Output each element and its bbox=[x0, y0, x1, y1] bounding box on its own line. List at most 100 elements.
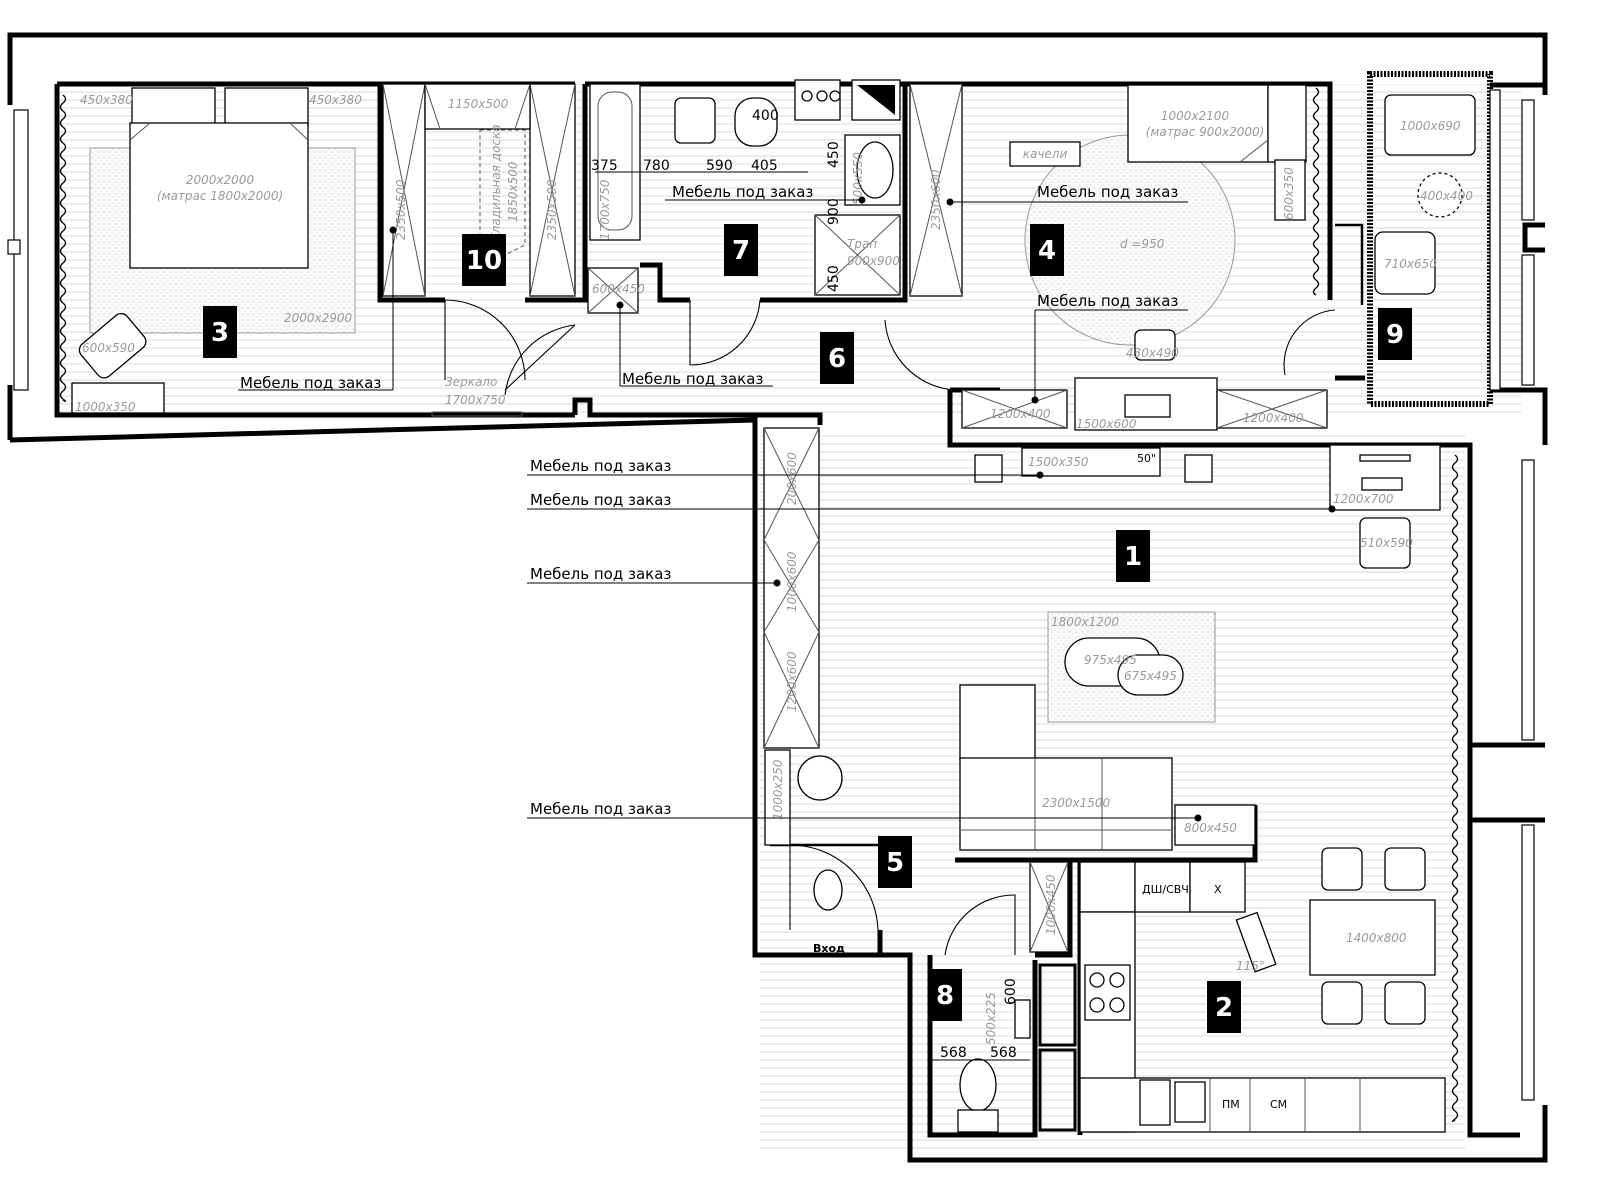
svg-text:50": 50" bbox=[1137, 452, 1156, 465]
svg-text:1000x690: 1000x690 bbox=[1400, 119, 1461, 133]
svg-text:2300x1500: 2300x1500 bbox=[1042, 796, 1111, 810]
room-tag-7: 7 bbox=[732, 236, 750, 266]
note-custom-4: Мебель под заказ bbox=[1037, 183, 1178, 201]
room-tag-2: 2 bbox=[1215, 993, 1233, 1023]
curtains bbox=[59, 87, 1459, 1122]
svg-text:1700x750: 1700x750 bbox=[598, 179, 612, 240]
room-10-texts: 1150x500 2350x500 2350x500 Гладильная до… bbox=[394, 97, 559, 240]
svg-text:1000x600: 1000x600 bbox=[785, 551, 799, 612]
room-tag-box-7 bbox=[724, 224, 758, 276]
svg-text:d =950: d =950 bbox=[1120, 237, 1165, 251]
svg-text:600x350: 600x350 bbox=[1282, 167, 1296, 220]
svg-text:Вход: Вход bbox=[813, 942, 845, 955]
room-1-texts: 1500x350 50" 1200x700 510x590 200x600 10… bbox=[771, 452, 1413, 835]
note-custom-7: Мебель под заказ bbox=[530, 491, 671, 509]
room-tag-box-1 bbox=[1116, 530, 1150, 582]
svg-text:1500x350: 1500x350 bbox=[1028, 455, 1089, 469]
room-tag-box-9 bbox=[1378, 308, 1412, 360]
svg-text:450x380: 450x380 bbox=[80, 93, 133, 107]
svg-text:(матрас 900x2000): (матрас 900x2000) bbox=[1146, 125, 1265, 139]
svg-text:405: 405 bbox=[751, 158, 778, 174]
svg-text:780: 780 bbox=[643, 158, 670, 174]
room-tag-8: 8 bbox=[936, 981, 954, 1011]
svg-text:1400x800: 1400x800 bbox=[1346, 931, 1407, 945]
svg-text:1700x750: 1700x750 bbox=[445, 393, 506, 407]
svg-text:СМ: СМ bbox=[1270, 1098, 1287, 1111]
svg-text:1800x1200: 1800x1200 bbox=[1051, 615, 1120, 629]
room-tag-box-6 bbox=[820, 332, 854, 384]
room-tag-3: 3 bbox=[211, 318, 229, 348]
svg-text:1200x400: 1200x400 bbox=[1243, 411, 1304, 425]
svg-text:2350x600: 2350x600 bbox=[929, 169, 943, 230]
note-custom-8: Мебель под заказ bbox=[530, 565, 671, 583]
room-tag-9: 9 bbox=[1386, 320, 1404, 350]
svg-text:1000x450: 1000x450 bbox=[1044, 874, 1058, 935]
note-custom-6: Мебель под заказ bbox=[530, 457, 671, 475]
room-tag-10: 10 bbox=[466, 246, 502, 276]
svg-text:1000x350: 1000x350 bbox=[75, 400, 136, 414]
svg-text:600: 600 bbox=[1003, 978, 1019, 1005]
svg-text:675x495: 675x495 bbox=[1124, 669, 1177, 683]
room-3-texts: 450x380 450x380 2000x2000 (матрас 1800x2… bbox=[75, 93, 506, 414]
svg-text:450x380: 450x380 bbox=[309, 93, 362, 107]
notes: Мебель под заказ Мебель под заказ Мебель… bbox=[240, 183, 1178, 818]
svg-text:1200x600: 1200x600 bbox=[785, 651, 799, 712]
svg-text:1150x500: 1150x500 bbox=[448, 97, 509, 111]
room-9-texts: 1000x690 400x400 710x650 bbox=[1384, 119, 1473, 271]
svg-text:1850x500: 1850x500 bbox=[506, 161, 520, 222]
svg-text:568: 568 bbox=[990, 1045, 1017, 1061]
room-tag-box-3 bbox=[203, 306, 237, 358]
svg-text:975x495: 975x495 bbox=[1084, 653, 1137, 667]
room-2-furniture bbox=[1079, 847, 1446, 1133]
svg-text:800x450: 800x450 bbox=[1184, 821, 1237, 835]
room-tag-4: 4 bbox=[1038, 236, 1056, 266]
svg-text:1000x2100: 1000x2100 bbox=[1161, 109, 1230, 123]
svg-text:1500x600: 1500x600 bbox=[1076, 417, 1137, 431]
svg-text:(матрас 1800x2000): (матрас 1800x2000) bbox=[157, 189, 283, 203]
room-7-texts: 375 780 590 405 400 450 900 450 1700x750… bbox=[591, 108, 900, 296]
svg-text:200x600: 200x600 bbox=[785, 452, 799, 505]
svg-text:400x400: 400x400 bbox=[1420, 189, 1473, 203]
svg-text:430x490: 430x490 bbox=[1126, 346, 1179, 360]
note-custom-3: Мебель под заказ bbox=[672, 183, 813, 201]
note-custom-9: Мебель под заказ bbox=[530, 800, 671, 818]
svg-text:400: 400 bbox=[752, 108, 779, 124]
room-4-texts: 1000x2100 (матрас 900x2000) качели 600x3… bbox=[929, 109, 1304, 431]
room-4-furniture bbox=[909, 83, 1328, 431]
svg-text:1200x400: 1200x400 bbox=[990, 407, 1051, 421]
room-tag-box-4 bbox=[1030, 224, 1064, 276]
svg-text:450: 450 bbox=[826, 141, 842, 168]
svg-text:710x650: 710x650 bbox=[1384, 257, 1437, 271]
room-tag-box-2 bbox=[1207, 981, 1241, 1033]
svg-text:590: 590 bbox=[706, 158, 733, 174]
room-3-furniture bbox=[71, 87, 523, 417]
svg-text:2350x500: 2350x500 bbox=[394, 179, 408, 240]
room-1-furniture bbox=[763, 427, 1441, 851]
svg-text:900x900: 900x900 bbox=[847, 254, 900, 268]
room-5-8-texts: 1000x450 500x225 600 568 568 Вход bbox=[813, 874, 1058, 1061]
svg-text:качели: качели bbox=[1023, 147, 1068, 161]
room-tag-5: 5 bbox=[886, 848, 904, 878]
svg-text:ПМ: ПМ bbox=[1222, 1098, 1240, 1111]
svg-text:Гладильная доска: Гладильная доска bbox=[489, 124, 503, 240]
svg-text:Зеркало: Зеркало bbox=[445, 375, 497, 389]
doors bbox=[444, 299, 1336, 956]
room-9-furniture bbox=[1374, 94, 1476, 295]
svg-text:568: 568 bbox=[940, 1045, 967, 1061]
svg-text:375: 375 bbox=[591, 158, 618, 174]
room-5-8-furniture bbox=[813, 861, 1069, 1133]
svg-text:600x590: 600x590 bbox=[82, 341, 135, 355]
room-tag-6: 6 bbox=[828, 344, 846, 374]
svg-text:900: 900 bbox=[826, 198, 842, 225]
svg-text:Х: Х bbox=[1214, 883, 1222, 896]
svg-text:2350x500: 2350x500 bbox=[545, 179, 559, 240]
room-2-texts: ДШ/СВЧ Х ПМ СМ 1400x800 115° bbox=[1142, 883, 1407, 1111]
svg-text:2000x2900: 2000x2900 bbox=[284, 311, 353, 325]
note-custom-1: Мебель под заказ bbox=[240, 374, 381, 392]
svg-text:1200x700: 1200x700 bbox=[1333, 492, 1394, 506]
room-tag-box-10 bbox=[462, 234, 506, 286]
svg-text:ДШ/СВЧ: ДШ/СВЧ bbox=[1142, 883, 1189, 896]
note-custom-2: Мебель под заказ bbox=[622, 370, 763, 388]
